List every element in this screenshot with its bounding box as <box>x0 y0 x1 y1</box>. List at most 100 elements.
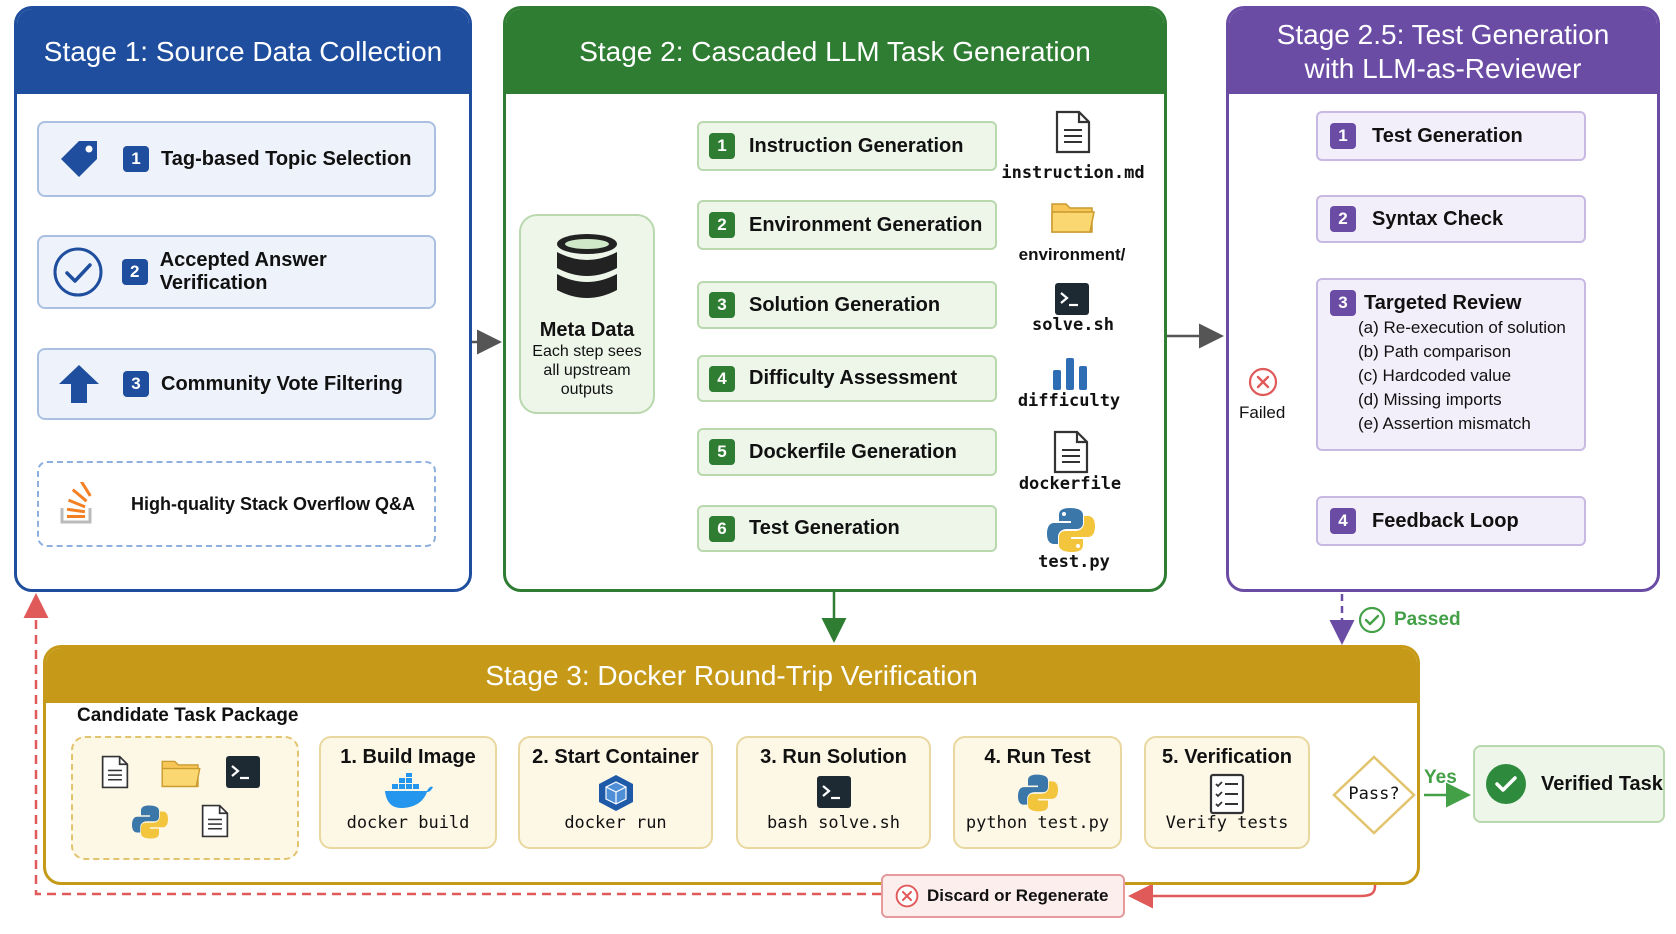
s2-step-2-label: Environment Generation <box>749 213 983 236</box>
stage25-title-line2: with LLM-as-Reviewer <box>1304 52 1582 84</box>
s25-step-4-badge: 4 <box>1330 508 1356 534</box>
s3-step-solution-cmd: bash solve.sh <box>766 813 901 833</box>
s1-step-2-label: Accepted Answer Verification <box>159 249 327 294</box>
s25-step-1-badge: 1 <box>1330 123 1356 149</box>
s1-step-3-label: Community Vote Filtering <box>161 372 403 395</box>
review-item-e: (e) Assertion mismatch <box>1358 414 1531 433</box>
s3-step-test-label: 4. Run Test <box>984 746 1091 768</box>
s1-step-1-label: Tag-based Topic Selection <box>161 147 412 170</box>
failed-label: Failed <box>1239 403 1286 422</box>
passed-label: Passed <box>1394 609 1461 630</box>
s2-step-2-badge: 2 <box>709 212 735 238</box>
s2-step-1-badge: 1 <box>709 133 735 159</box>
verified-check-icon <box>1485 763 1527 805</box>
artifact-instruction: instruction.md <box>1001 163 1145 183</box>
review-item-a: (a) Re-execution of solution <box>1358 318 1566 337</box>
s3-step-build-label: 1. Build Image <box>340 746 476 768</box>
document-icon <box>1053 430 1089 479</box>
terminal-icon <box>1054 282 1090 321</box>
s2-step-5: 5 Dockerfile Generation <box>697 428 997 476</box>
s1-step-1: 1 Tag-based Topic Selection <box>37 121 436 197</box>
bar-chart-icon <box>1050 356 1090 395</box>
stage1-title: Stage 1: Source Data Collection <box>17 9 469 94</box>
s2-step-5-label: Dockerfile Generation <box>749 440 957 463</box>
meta-data-desc-1: Each step sees <box>532 343 642 360</box>
s1-step-2-badge: 2 <box>121 259 148 285</box>
container-icon <box>596 773 636 818</box>
artifact-difficulty: difficulty <box>1017 391 1121 411</box>
s25-step-3-badge: 3 <box>1330 290 1356 316</box>
s3-step-verify-cmd: Verify tests <box>1165 813 1289 833</box>
python-icon <box>1047 506 1095 559</box>
passed-check-icon <box>1358 606 1386 639</box>
review-item-c: (c) Hardcoded value <box>1358 366 1512 385</box>
document-icon <box>1055 110 1091 159</box>
discard-loop-arrow <box>23 593 881 896</box>
s2-step-3-label: Solution Generation <box>749 293 941 316</box>
s25-step-3-label: Targeted Review <box>1364 291 1522 314</box>
folder-icon <box>160 756 202 795</box>
s2-step-1-label: Instruction Generation <box>749 134 964 157</box>
s1-output-label: High-quality Stack Overflow Q&A <box>131 493 416 514</box>
s2-step-1: 1 Instruction Generation <box>697 121 997 171</box>
s25-step-1: 1 Test Generation <box>1316 111 1586 161</box>
s3-step-verify-label: 5. Verification <box>1161 746 1293 768</box>
meta-data-title: Meta Data <box>539 319 635 341</box>
s3-step-solution-label: 3. Run Solution <box>760 746 907 768</box>
s25-step-1-label: Test Generation <box>1372 124 1523 147</box>
s2-step-6-label: Test Generation <box>749 517 900 539</box>
s2-step-3-badge: 3 <box>709 292 735 318</box>
artifact-test: test.py <box>1038 552 1110 572</box>
discard-x-icon <box>895 884 919 908</box>
checklist-icon <box>1209 773 1245 820</box>
docker-icon <box>383 773 433 814</box>
s3-step-container-label: 2. Start Container <box>532 746 699 768</box>
s3-step-container-cmd: docker run <box>564 813 667 833</box>
folder-icon <box>1050 198 1096 241</box>
tag-icon <box>49 137 109 181</box>
s3-step-test: 4. Run Test python test.py <box>953 736 1122 849</box>
meta-data-box: Meta Data Each step sees all upstream ou… <box>519 214 655 414</box>
artifact-environment: environment/ <box>1018 245 1126 264</box>
discard-label: Discard or Regenerate <box>927 886 1109 905</box>
pass-decision: Pass? <box>1332 755 1416 835</box>
s25-step-2: 2 Syntax Check <box>1316 195 1586 243</box>
s2-step-6-badge: 6 <box>709 515 735 542</box>
pass-decision-label: Pass? <box>1348 784 1400 804</box>
review-item-b: (b) Path comparison <box>1358 342 1512 361</box>
check-circle-icon <box>49 246 108 298</box>
python-icon <box>132 804 168 845</box>
candidate-package-box <box>71 736 299 860</box>
fail-arrow <box>1128 830 1377 909</box>
s25-step-4-label: Feedback Loop <box>1372 509 1519 532</box>
s2-step-5-badge: 5 <box>709 439 735 465</box>
terminal-icon <box>814 775 854 814</box>
artifact-dockerfile: dockerfile <box>1018 474 1122 494</box>
s2-step-2: 2 Environment Generation <box>697 200 997 250</box>
terminal-icon <box>223 755 263 794</box>
stage3-title: Stage 3: Docker Round-Trip Verification <box>46 648 1417 703</box>
s25-step-4: 4 Feedback Loop <box>1316 496 1586 546</box>
python-icon <box>1017 773 1058 818</box>
s25-step-3: 3 Targeted Review (a) Re-execution of so… <box>1316 278 1586 451</box>
s1-output-box: High-quality Stack Overflow Q&A <box>37 461 436 547</box>
s25-step-2-label: Syntax Check <box>1372 207 1504 230</box>
meta-data-desc-2: all upstream <box>543 362 631 379</box>
stack-overflow-icon <box>53 482 103 526</box>
s3-step-build: 1. Build Image docker build <box>319 736 497 849</box>
s1-step-2: 2 Accepted Answer Verification <box>37 235 436 309</box>
stage25-title-line1: Stage 2.5: Test Generation <box>1276 18 1610 50</box>
package-label: Candidate Task Package <box>77 705 299 726</box>
verified-task-box: Verified Task <box>1473 745 1665 823</box>
verified-task-label: Verified Task <box>1541 772 1663 795</box>
database-icon <box>555 232 619 315</box>
stage25-title: Stage 2.5: Test Generation with LLM-as-R… <box>1229 9 1657 94</box>
s2-step-6: 6 Test Generation <box>697 505 997 552</box>
s3-step-solution: 3. Run Solution bash solve.sh <box>736 736 931 849</box>
s2-step-4-label: Difficulty Assessment <box>749 367 958 389</box>
failed-x-icon <box>1248 367 1278 402</box>
s3-step-container: 2. Start Container docker run <box>518 736 713 849</box>
s1-step-1-badge: 1 <box>123 146 149 172</box>
artifact-solve: solve.sh <box>1032 315 1114 335</box>
meta-data-desc-3: outputs <box>560 381 614 398</box>
